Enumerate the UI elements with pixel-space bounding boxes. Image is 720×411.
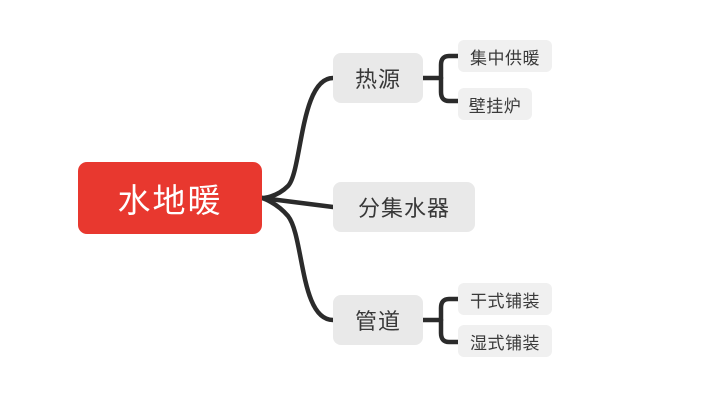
root-node-water-floor-heating[interactable]: 水地暖 bbox=[78, 162, 262, 234]
leaf-node-label: 湿式铺装 bbox=[470, 333, 540, 353]
branch-node-label: 管道 bbox=[354, 309, 401, 334]
leaf-node-label: 干式铺装 bbox=[470, 291, 540, 311]
leaf-node-dry-installation[interactable]: 干式铺装 bbox=[458, 283, 552, 315]
edge-root-to-heat bbox=[259, 75, 336, 201]
branch-node-heat-source[interactable]: 热源 bbox=[333, 53, 423, 103]
leaf-node-label: 集中供暖 bbox=[470, 48, 540, 68]
leaf-node-wet-installation[interactable]: 湿式铺装 bbox=[458, 325, 552, 357]
edge-root-to-manifold bbox=[259, 195, 336, 210]
branch-node-label: 热源 bbox=[354, 67, 401, 92]
root-node-label: 水地暖 bbox=[117, 182, 223, 219]
edge-root-to-pipe bbox=[259, 195, 336, 323]
branch-node-manifold[interactable]: 分集水器 bbox=[333, 182, 475, 232]
leaf-node-wall-hung-boiler[interactable]: 壁挂炉 bbox=[458, 88, 532, 120]
branch-node-label: 分集水器 bbox=[357, 196, 450, 221]
edge-pipe-bracket bbox=[438, 296, 461, 345]
leaf-node-label: 壁挂炉 bbox=[468, 96, 522, 116]
edge-heat-bracket bbox=[438, 53, 461, 104]
leaf-node-central-heating[interactable]: 集中供暖 bbox=[458, 40, 552, 72]
branch-node-pipe[interactable]: 管道 bbox=[333, 295, 423, 345]
